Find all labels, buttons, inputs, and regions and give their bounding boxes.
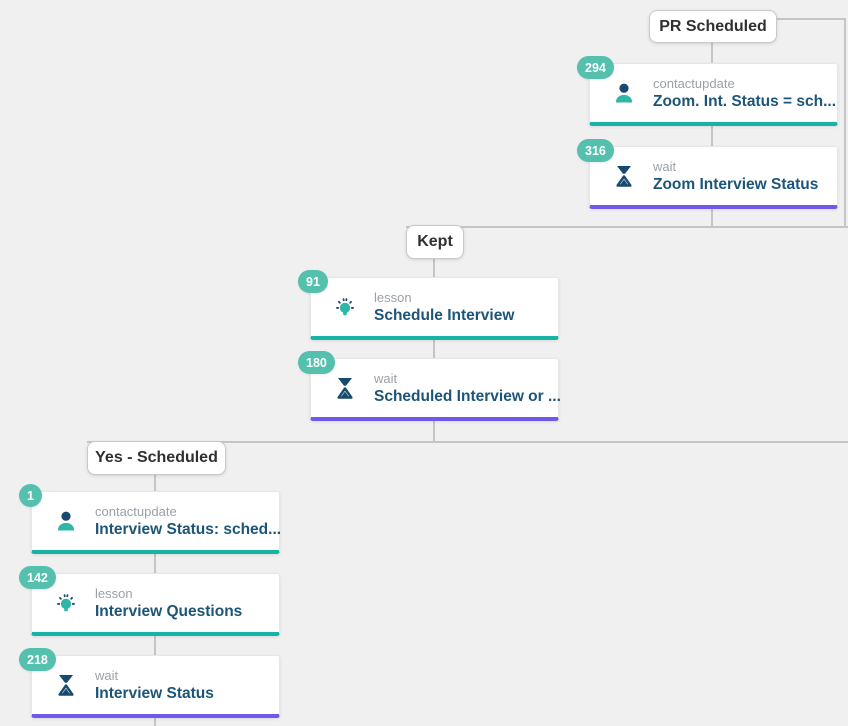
workflow-node: 1 contactupdate Interview Status: sched.… xyxy=(19,484,282,554)
connector-vertical-right-edge xyxy=(844,18,846,227)
node-count-badge: 218 xyxy=(19,648,56,671)
connector xyxy=(433,259,435,278)
node-card-lesson[interactable]: lesson Schedule Interview xyxy=(310,277,559,340)
node-type-label: wait xyxy=(653,158,677,174)
person-icon xyxy=(55,509,77,533)
node-count-badge: 294 xyxy=(577,56,614,79)
node-title: Schedule Interview xyxy=(374,306,515,324)
connector xyxy=(711,126,713,147)
hourglass-icon xyxy=(613,164,635,188)
node-card-wait[interactable]: wait Scheduled Interview or ... xyxy=(310,358,561,421)
node-texts: lesson Schedule Interview xyxy=(374,289,514,326)
workflow-node: 142 lesson Intervi xyxy=(19,566,280,636)
hourglass-icon xyxy=(55,673,77,697)
node-count-badge: 91 xyxy=(298,270,328,293)
branch-label-kept: Kept xyxy=(406,225,464,259)
workflow-node: 316 wait Zoom Interview Status xyxy=(577,139,838,209)
node-card-contactupdate[interactable]: contactupdate Zoom. Int. Status = sch... xyxy=(589,63,838,126)
node-count-badge: 180 xyxy=(298,351,335,374)
connector-rail-kept xyxy=(406,226,848,228)
node-texts: lesson Interview Questions xyxy=(95,585,242,622)
node-type-label: contactupdate xyxy=(95,503,177,519)
branch-label-pr-scheduled: PR Scheduled xyxy=(649,10,777,43)
node-card-contactupdate[interactable]: contactupdate Interview Status: sched... xyxy=(31,491,282,554)
lightbulb-icon xyxy=(55,591,77,615)
node-texts: wait Zoom Interview Status xyxy=(653,158,818,195)
node-title: Scheduled Interview or ... xyxy=(374,387,561,405)
lightbulb-icon xyxy=(334,295,356,319)
node-count-badge: 316 xyxy=(577,139,614,162)
connector xyxy=(154,636,156,656)
connector xyxy=(154,554,156,574)
connector xyxy=(711,43,713,64)
connector xyxy=(711,209,713,227)
workflow-node: 218 wait Interview Status xyxy=(19,648,280,718)
node-type-label: wait xyxy=(374,370,398,386)
node-card-wait[interactable]: wait Interview Status xyxy=(31,655,280,718)
connector xyxy=(433,421,435,442)
connector xyxy=(154,718,156,726)
node-type-label: wait xyxy=(95,667,119,683)
connector-rail-top-right xyxy=(776,18,846,20)
workflow-node: 91 lesson Schedule xyxy=(298,270,559,340)
node-title: Interview Status: sched... xyxy=(95,520,282,538)
node-texts: wait Interview Status xyxy=(95,667,214,704)
node-texts: contactupdate Interview Status: sched... xyxy=(95,503,282,540)
node-texts: wait Scheduled Interview or ... xyxy=(374,370,561,407)
node-title: Interview Questions xyxy=(95,602,243,620)
connector xyxy=(433,340,435,359)
node-texts: contactupdate Zoom. Int. Status = sch... xyxy=(653,75,836,112)
workflow-node: 180 wait Scheduled Interview or ... xyxy=(298,351,561,421)
hourglass-icon xyxy=(334,376,356,400)
node-card-wait[interactable]: wait Zoom Interview Status xyxy=(589,146,838,209)
node-title: Zoom Interview Status xyxy=(653,175,819,193)
node-title: Zoom. Int. Status = sch... xyxy=(653,92,837,110)
node-count-badge: 142 xyxy=(19,566,56,589)
node-card-lesson[interactable]: lesson Interview Questions xyxy=(31,573,280,636)
branch-label-yes-scheduled: Yes - Scheduled xyxy=(87,441,226,475)
node-type-label: contactupdate xyxy=(653,75,735,91)
node-type-label: lesson xyxy=(374,289,412,305)
node-count-badge: 1 xyxy=(19,484,42,507)
node-title: Interview Status xyxy=(95,684,214,702)
person-icon xyxy=(613,81,635,105)
connector xyxy=(154,475,156,492)
workflow-node: 294 contactupdate Zoom. Int. Status = sc… xyxy=(577,56,838,126)
connector-rail-yes-scheduled xyxy=(87,441,848,443)
node-type-label: lesson xyxy=(95,585,133,601)
